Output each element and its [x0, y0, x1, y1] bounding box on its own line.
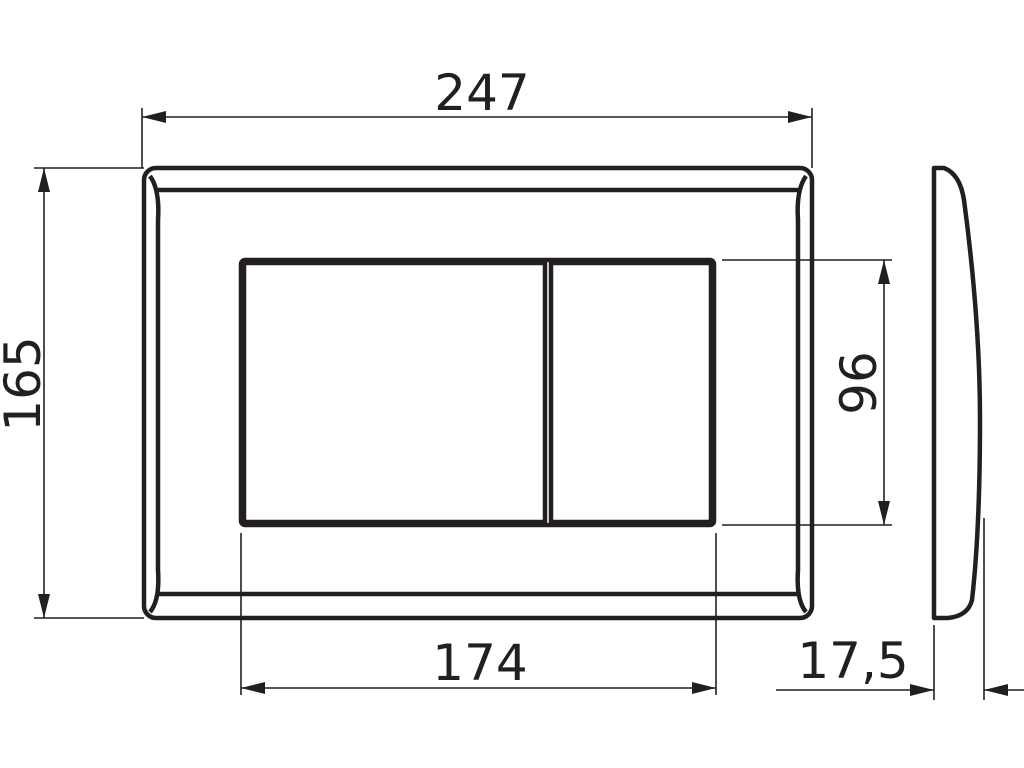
overall-width-label: 247: [434, 64, 529, 122]
dimension-overall-height: 165: [0, 167, 144, 619]
front-view: [141, 165, 815, 621]
dimension-overall-width: 247: [141, 64, 813, 168]
dimension-button-width: 174: [240, 533, 717, 695]
button-height-label: 96: [830, 351, 888, 415]
side-view: [931, 165, 983, 621]
depth-label: 17,5: [797, 632, 908, 690]
side-profile: [931, 165, 983, 621]
plate-left-bevel: [148, 174, 161, 614]
overall-height-label: 165: [0, 336, 52, 431]
plate-outline: [141, 165, 815, 621]
plate-right-bevel: [795, 174, 808, 614]
button-width-label: 174: [432, 634, 527, 692]
small-flush-button: [548, 260, 714, 525]
buttons-frame: [238, 257, 717, 528]
large-flush-button: [241, 260, 548, 525]
dimension-button-height: 96: [722, 259, 892, 526]
dimension-depth: 17,5: [776, 518, 1024, 700]
